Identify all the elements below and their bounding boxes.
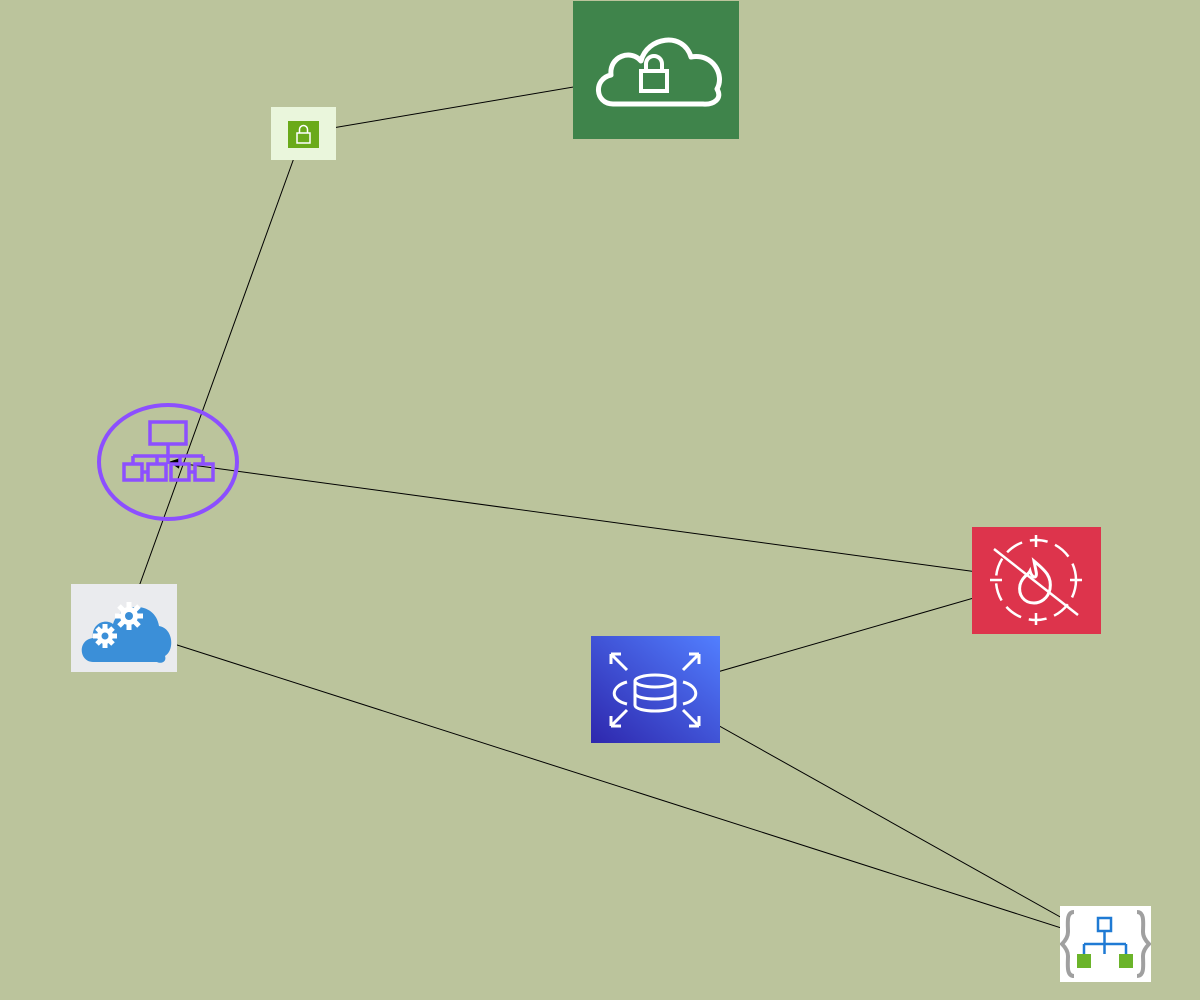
- lock-icon: [271, 107, 336, 160]
- hierarchy-network-icon: [97, 403, 239, 521]
- node-logic-app[interactable]: [1060, 906, 1151, 982]
- node-lock[interactable]: [271, 107, 336, 160]
- edge-firewall-to-hier: [168, 457, 1037, 581]
- edge-logicapp-to-rds: [654, 689, 1106, 943]
- node-hierarchy[interactable]: [95, 400, 241, 524]
- node-firewall[interactable]: [972, 527, 1101, 634]
- cloud-lock-icon: [573, 1, 739, 139]
- edge-lock-to-cloudcfg: [122, 132, 304, 630]
- database-scale-icon: [591, 636, 720, 743]
- logic-app-icon: [1060, 906, 1151, 982]
- node-cloud-config[interactable]: [71, 584, 177, 672]
- cloud-gears-icon: [71, 584, 177, 672]
- edge-cloudcfg-to-logicapp: [123, 627, 1107, 945]
- node-database[interactable]: [591, 636, 720, 743]
- node-vpc[interactable]: [573, 1, 739, 139]
- firewall-icon: [972, 527, 1101, 634]
